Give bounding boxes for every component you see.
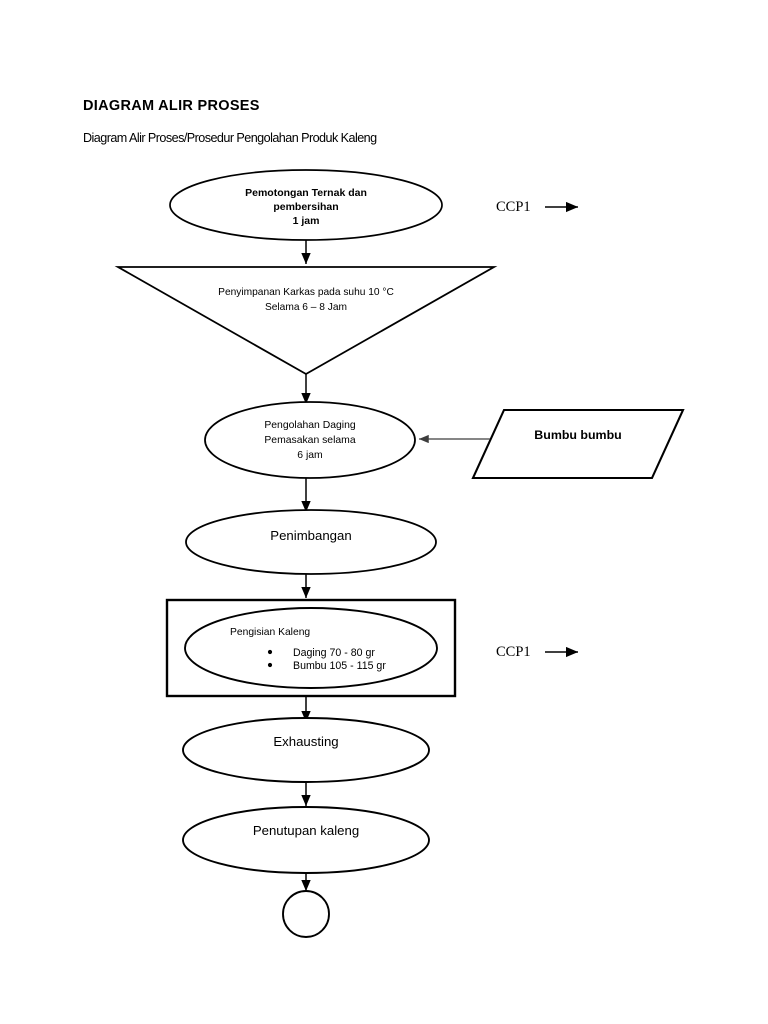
inverted-triangle-shape [114, 266, 498, 376]
ellipse-shape [185, 509, 437, 575]
node-bumbu-bumbu[interactable]: Bumbu bumbu [471, 408, 685, 480]
node-text-line2: pembersihan [273, 201, 338, 213]
bullet-point-icon [267, 662, 273, 668]
ellipse-shape [184, 607, 438, 689]
node-text-title: Pengisian Kaleng [230, 627, 310, 638]
page-subtitle: Diagram Alir Proses/Prosedur Pengolahan … [83, 131, 377, 145]
node-pengolahan-daging[interactable]: Pengolahan Daging Pemasakan selama 6 jam [204, 401, 416, 479]
ellipse-shape [182, 717, 430, 783]
node-text-line3: 1 jam [293, 215, 320, 227]
node-text-line3: 6 jam [297, 450, 322, 461]
node-penimbangan[interactable]: Penimbangan [185, 509, 437, 575]
node-pemotongan-ternak[interactable]: Pemotongan Ternak dan pembersihan 1 jam [169, 169, 443, 241]
node-bullet-text-2: Bumbu 105 - 115 gr [293, 660, 386, 672]
circle-shape [282, 890, 330, 938]
node-text-line2: Pemasakan selama [264, 435, 355, 446]
node-penutupan-kaleng[interactable]: Penutupan kaleng [182, 806, 430, 874]
node-terminator[interactable] [282, 890, 330, 938]
node-pengisian-kaleng[interactable]: Pengisian Kaleng Daging 70 - 80 gr Bumbu… [165, 598, 457, 698]
ellipse-shape [204, 401, 416, 479]
node-penyimpanan-karkas[interactable]: Penyimpanan Karkas pada suhu 10 °C Selam… [114, 266, 498, 376]
node-text-line2: Selama 6 – 8 Jam [265, 302, 347, 313]
parallelogram-shape [471, 408, 685, 480]
node-text-label: Penimbangan [270, 528, 351, 543]
node-text-label: Exhausting [273, 734, 338, 749]
bullet-point-icon [267, 649, 273, 655]
ccp1-label-top: CCP1 [496, 199, 531, 215]
node-text-label: Bumbu bumbu [534, 428, 621, 442]
node-text-line1: Pengolahan Daging [264, 420, 356, 431]
node-text-label: Penutupan kaleng [253, 823, 359, 838]
ccp1-label-middle: CCP1 [496, 644, 531, 660]
page-title: DIAGRAM ALIR PROSES [83, 98, 260, 114]
node-text-line1: Pemotongan Ternak dan [245, 187, 367, 199]
node-exhausting[interactable]: Exhausting [182, 717, 430, 783]
node-bullet-text-1: Daging 70 - 80 gr [293, 647, 375, 659]
node-text-line1: Penyimpanan Karkas pada suhu 10 °C [218, 287, 394, 298]
ellipse-shape [182, 806, 430, 874]
